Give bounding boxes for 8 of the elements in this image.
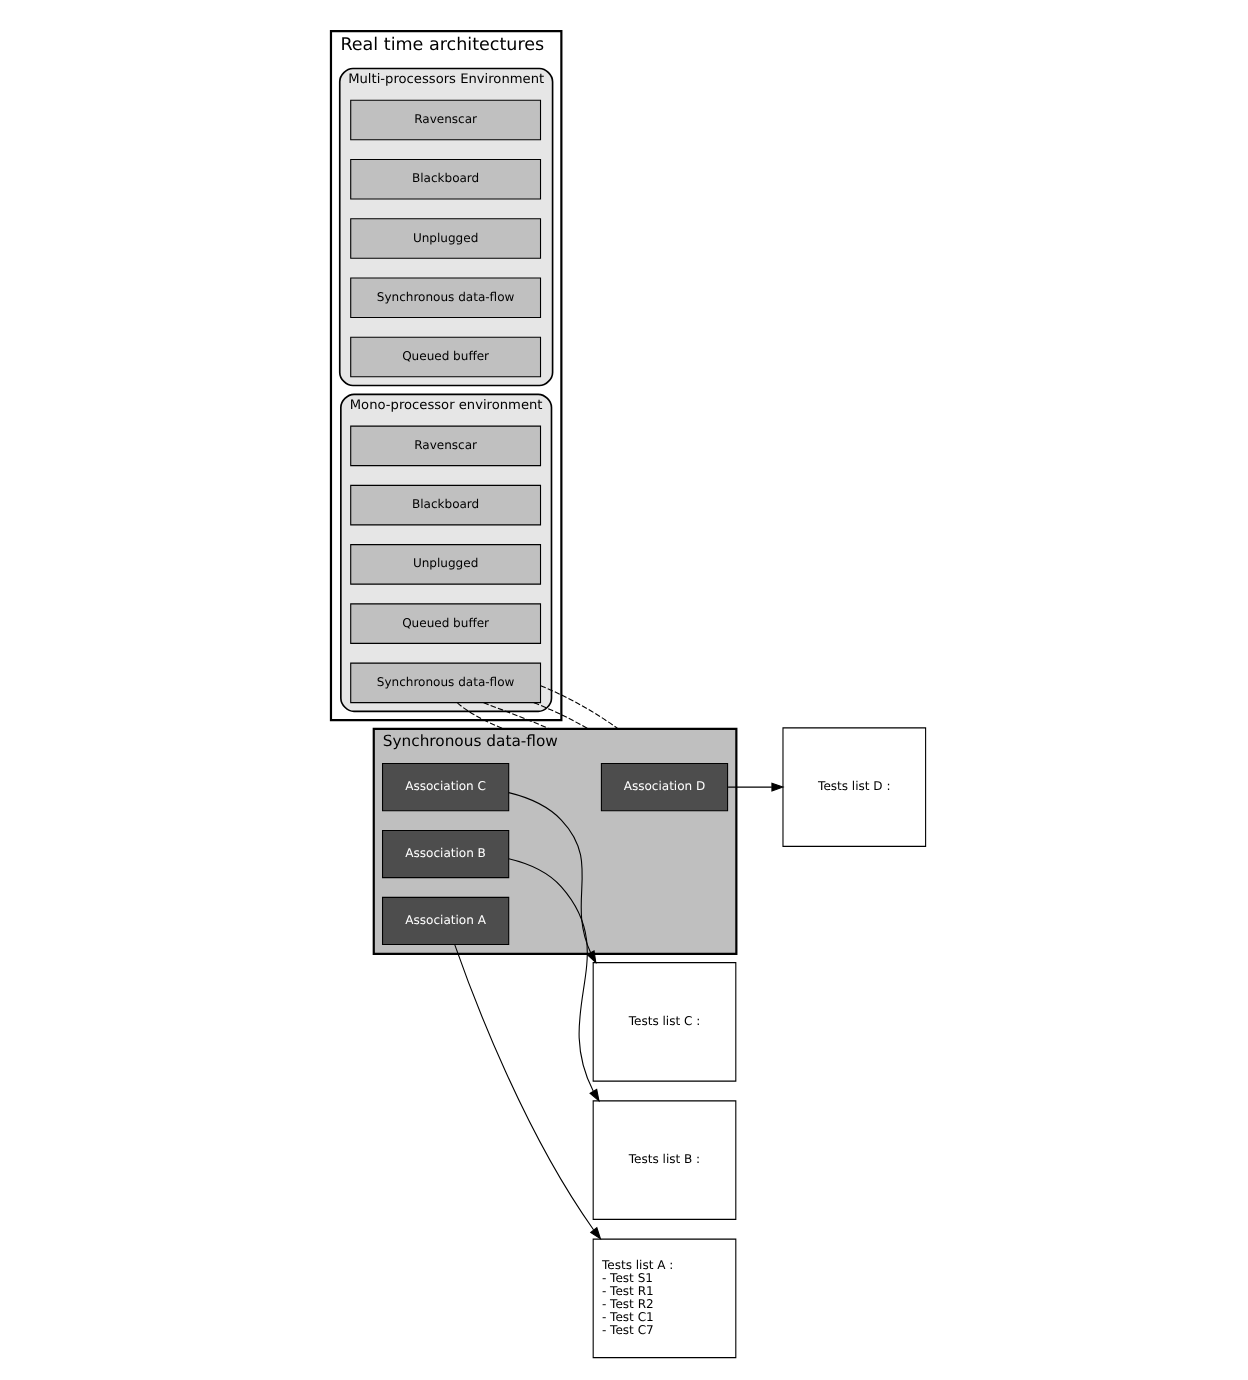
connector	[539, 685, 618, 730]
arrow	[507, 792, 596, 964]
connector	[455, 702, 503, 730]
arrow	[726, 782, 784, 792]
arrow	[453, 944, 601, 1241]
connector	[482, 702, 550, 730]
arrow	[507, 858, 599, 1103]
connector	[532, 702, 588, 730]
